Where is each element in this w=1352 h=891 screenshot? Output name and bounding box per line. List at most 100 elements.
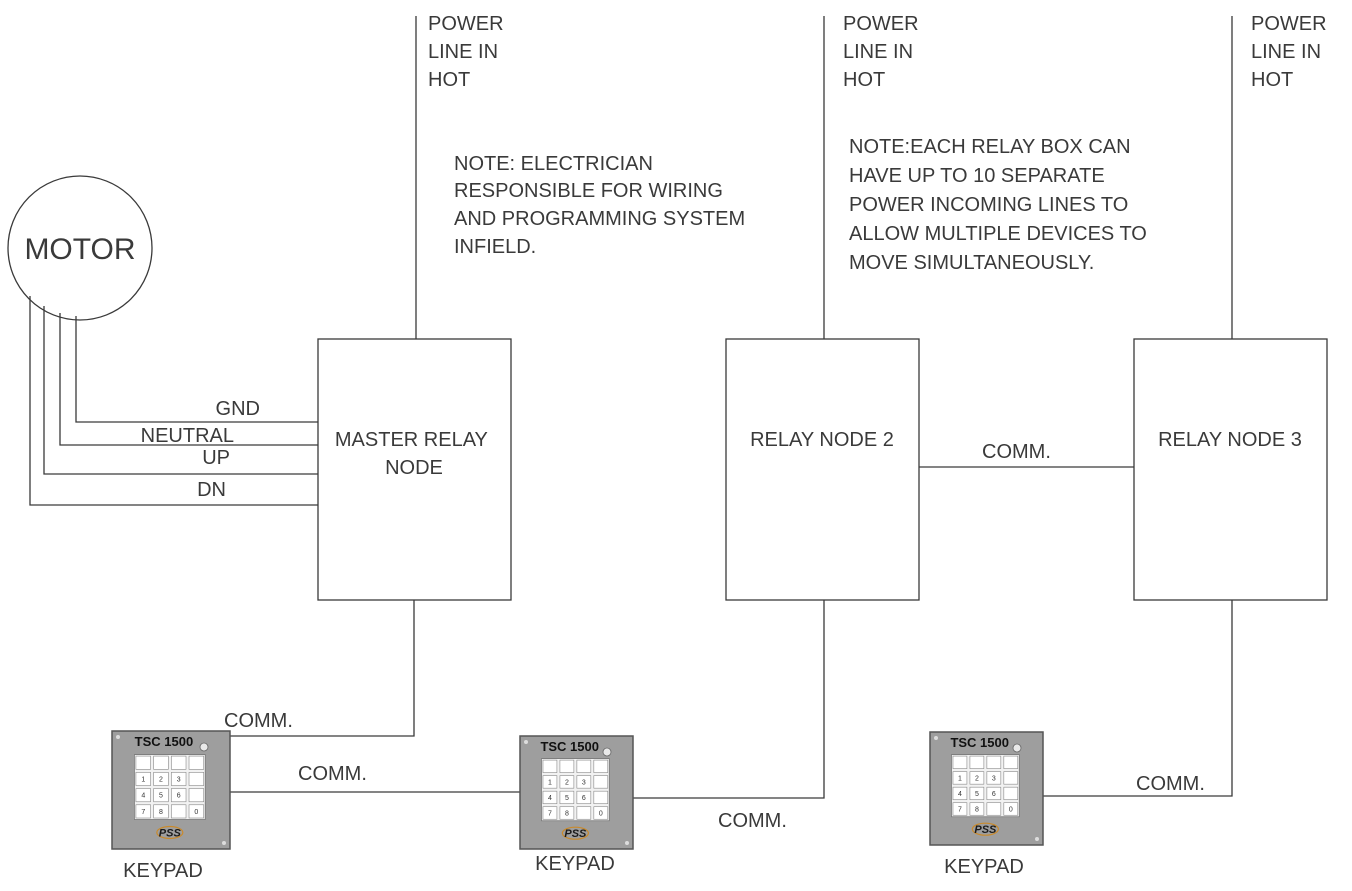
keypad-key[interactable] [986, 755, 1002, 769]
keypad-key[interactable] [135, 788, 151, 803]
keypad-key-label: 0 [1009, 806, 1013, 813]
keypad-model: TSC 1500 [950, 735, 1009, 750]
keypad-key[interactable] [969, 755, 985, 769]
motor-wires: GND NEUTRAL UP DN [29, 296, 318, 506]
keypad-key[interactable] [559, 790, 575, 805]
screw-icon [934, 736, 938, 740]
keypad-key[interactable] [171, 804, 187, 819]
keypad-key-label: 7 [141, 809, 145, 816]
keypad-key-label: 1 [141, 776, 145, 783]
keypad-key[interactable] [986, 771, 1002, 785]
master-relay-node-label: MASTER RELAY NODE [335, 429, 493, 479]
pss-logo-icon [561, 826, 589, 840]
keypad-label: KEYPAD [123, 860, 203, 882]
keypad-key[interactable] [1003, 771, 1019, 785]
motor: MOTOR [7, 175, 153, 321]
keypad-label: KEYPAD [944, 856, 1024, 878]
keypad-key-label: 4 [141, 793, 145, 800]
keypad-key[interactable] [1003, 802, 1019, 816]
keypad-key[interactable] [576, 759, 592, 773]
keypad-key[interactable] [969, 802, 985, 816]
note-relay-box: NOTE:EACH RELAY BOX CAN HAVE UP TO 10 SE… [849, 136, 1152, 274]
keypad-key[interactable] [153, 804, 169, 819]
keypad-key[interactable] [593, 790, 609, 805]
screw-icon [222, 841, 226, 845]
screw-icon [1035, 837, 1039, 841]
keypad-key[interactable] [1003, 786, 1019, 801]
keypad-key[interactable] [593, 759, 609, 773]
relay-node-3-label: RELAY NODE 3 [1158, 429, 1302, 451]
keypad-key[interactable] [986, 786, 1002, 801]
keypad-key[interactable] [171, 788, 187, 803]
keypad-key[interactable] [952, 786, 968, 801]
master-relay-node: MASTER RELAY NODE [317, 338, 512, 601]
keypad-key[interactable] [153, 788, 169, 803]
keypad-key[interactable] [952, 802, 968, 816]
keypad-key-label: 1 [548, 779, 552, 786]
keypad-key[interactable] [188, 788, 205, 803]
keypad-key[interactable] [593, 775, 609, 789]
power-line-3: POWER LINE IN HOT [1231, 13, 1327, 339]
led-indicator-icon [602, 747, 612, 757]
wire-label-dn: DN [197, 479, 226, 501]
keypad-key[interactable] [576, 806, 592, 820]
power-line-1: POWER LINE IN HOT [415, 13, 504, 339]
keypad-key-label: 5 [565, 795, 569, 802]
comm-wire-keypad2-node2 [633, 600, 825, 799]
keypad-key-label: 6 [582, 795, 586, 802]
keypad-key[interactable] [1003, 755, 1019, 769]
comm-wire-keypad3-node3 [1043, 600, 1233, 797]
comm-label-keypad3-node3: COMM. [1136, 773, 1205, 795]
keypad-key[interactable] [986, 802, 1002, 816]
comm-wire-master-keypad1 [230, 600, 415, 737]
keypad-key[interactable] [153, 772, 169, 786]
keypad-model: TSC 1500 [135, 734, 194, 749]
keypad-key[interactable] [153, 755, 169, 770]
keypad-key[interactable] [188, 804, 205, 819]
keypad-key-label: 7 [958, 806, 962, 813]
keypad-key-label: 4 [548, 795, 552, 802]
keypad-key[interactable] [135, 755, 151, 770]
keypad-key[interactable] [542, 790, 558, 805]
keypad-key-label: 3 [992, 775, 996, 782]
keypad-key-label: 3 [177, 776, 181, 783]
keypad-key-label: 6 [992, 791, 996, 798]
keypad-key[interactable] [188, 772, 205, 786]
wire-label-up: UP [202, 447, 230, 469]
keypad-key[interactable] [135, 772, 151, 786]
keypad-key[interactable] [542, 759, 558, 773]
keypad-key[interactable] [969, 786, 985, 801]
pss-logo-icon [971, 822, 999, 836]
keypad-label: KEYPAD [535, 853, 615, 875]
comm-label-master-keypad1: COMM. [224, 710, 293, 732]
keypad-key[interactable] [593, 806, 609, 820]
pss-logo-icon [156, 825, 184, 840]
keypad-key[interactable] [171, 755, 187, 770]
keypad-key[interactable] [188, 755, 205, 770]
keypad-key[interactable] [171, 772, 187, 786]
pss-logo-text: PSS [564, 828, 587, 840]
keypad-key[interactable] [542, 806, 558, 820]
wire-dn [29, 296, 318, 506]
keypad-key[interactable] [542, 775, 558, 789]
comm-label-keypad1-keypad2: COMM. [298, 763, 367, 785]
keypad-key[interactable] [576, 775, 592, 789]
keypad-key[interactable] [559, 759, 575, 773]
relay-node-2-label: RELAY NODE 2 [750, 429, 894, 451]
led-indicator-icon [1012, 743, 1022, 753]
keypad-key[interactable] [952, 771, 968, 785]
comm-label-node2-node3: COMM. [982, 441, 1051, 463]
keypad-key[interactable] [559, 806, 575, 820]
power-line-2: POWER LINE IN HOT [823, 13, 919, 339]
keypad-key[interactable] [135, 804, 151, 819]
wire-up [43, 306, 318, 475]
motor-label: MOTOR [24, 233, 135, 266]
keypad-key[interactable] [952, 755, 968, 769]
keypad-key[interactable] [969, 771, 985, 785]
keypad-key[interactable] [559, 775, 575, 789]
keypad-key[interactable] [576, 790, 592, 805]
keypad-key-label: 0 [599, 810, 603, 817]
